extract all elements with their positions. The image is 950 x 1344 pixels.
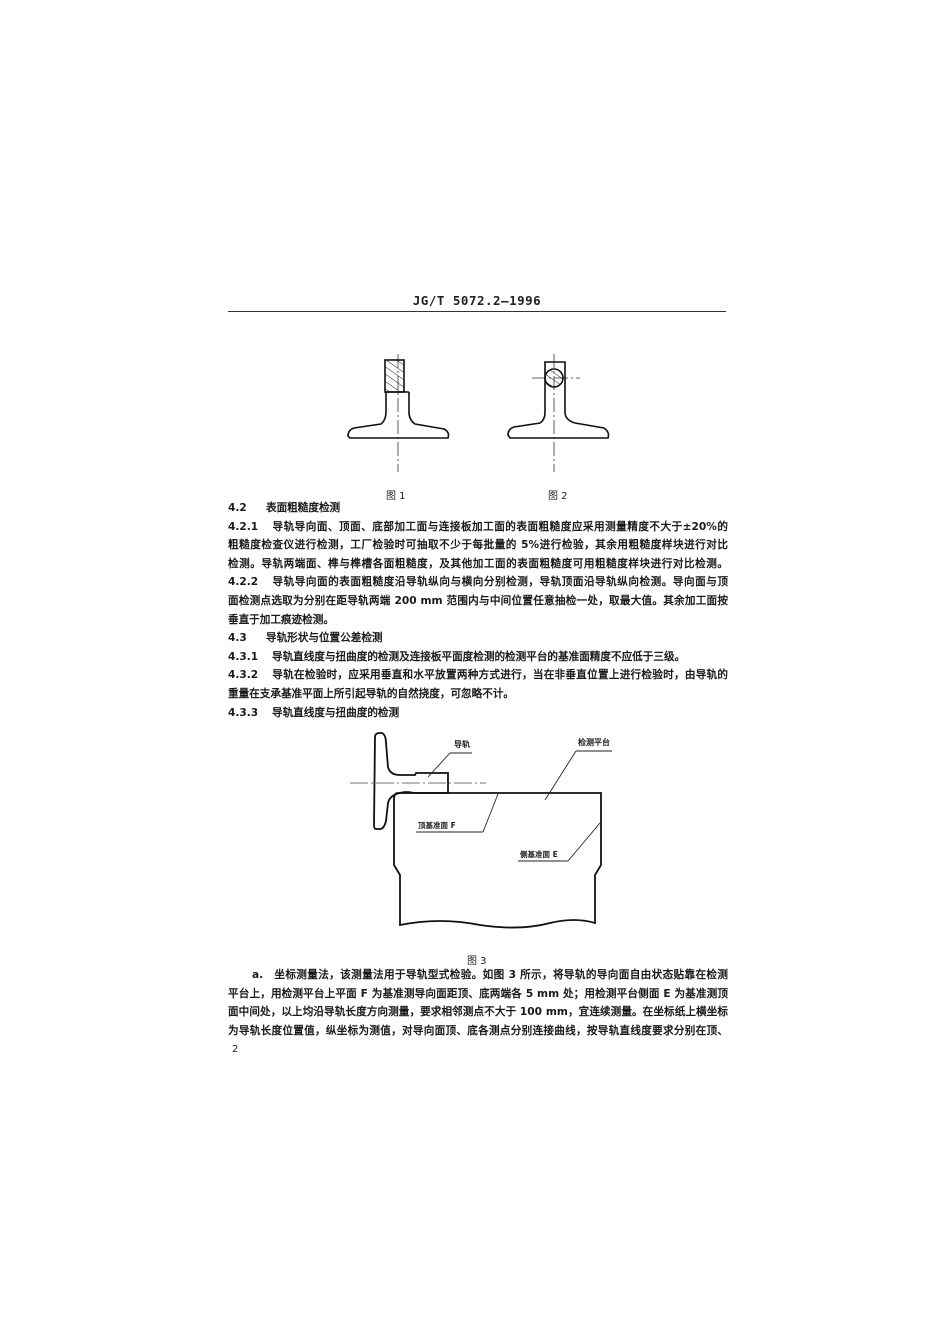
- clause-text-line: 粗糙度检查仪进行检测，工厂检验时可抽取不少于每批量的 5%进行检验，其余用粗糙度…: [228, 539, 728, 552]
- platform-label: 检测平台: [578, 737, 610, 747]
- standard-code-header: JG/T 5072.2—1996: [412, 293, 542, 308]
- section-4-2: 4.2 表面粗糙度检测 4.2.1 导轨导向面、顶面、底部加工面与连接板加工面的表面…: [228, 499, 728, 722]
- clause-text-line: 重量在支承基准平面上所引起导轨的自然挠度，可忽略不计。: [228, 687, 515, 700]
- section-number: 4.3: [228, 632, 247, 645]
- paragraph-a: a. 坐标测量法，该测量法用于导轨型式检验。如图 3 所示，将导轨的导向面自由状态…: [228, 966, 728, 1040]
- section-title: 导轨直线度与扭曲度的检测: [272, 706, 400, 719]
- clause-number: 4.3.2: [228, 669, 259, 682]
- section-title: 表面粗糙度检测: [266, 502, 341, 514]
- top-datum-label: 顶基准面 F: [418, 820, 456, 830]
- figure-2-rail-profile-circle: [507, 354, 610, 472]
- clause-text-line: 导轨在检验时，应采用垂直和水平放置两种方式进行，当在非垂直位置上进行检验时，由导…: [272, 669, 728, 682]
- figure-1-rail-profile-hatched: [347, 354, 450, 472]
- clause-number: 4.2.1: [228, 520, 259, 533]
- clause-number: 4.2.2: [228, 576, 259, 589]
- figure-3-inspection-platform: 导轨 检测平台 顶基准面 F 侧基准面 E: [350, 732, 612, 929]
- paragraph-text-line: 为导轨长度位置值，纵坐标为测值，对导向面顶、底各测点分别连接曲线，按导轨直线度要…: [228, 1024, 728, 1037]
- header-rule: [228, 311, 726, 312]
- side-datum-label: 侧基准面 E: [520, 849, 558, 859]
- clause-number: 4.3.3: [228, 706, 259, 719]
- paragraph-text-line: 平台上，用检测平台上平面 F 为基准测导向面距顶、底两端各 5 mm 处；用检测…: [228, 987, 728, 1000]
- page-number: 2: [232, 1044, 239, 1055]
- section-title: 导轨形状与位置公差检测: [266, 632, 383, 645]
- section-number: 4.2: [228, 502, 247, 514]
- clause-text-line: 检测。导轨两端面、榫与榫槽各面粗糙度，及其他加工面的表面粗糙度可用粗糙度样块进行…: [228, 557, 728, 570]
- list-marker: a.: [252, 969, 264, 981]
- paragraph-text-line: 面中间处，以上均沿导轨长度方向测量，要求相邻测点不大于 100 mm，宜连续测量…: [228, 1006, 728, 1019]
- clause-text-line: 面检测点选取为分别在距导轨两端 200 mm 范围内与中间位置任意抽检一处，取最…: [228, 594, 728, 607]
- figure-1-caption: 图 1: [386, 491, 406, 502]
- clause-text-line: 导轨导向面、顶面、底部加工面与连接板加工面的表面粗糙度应采用测量精度不大于±20…: [272, 520, 728, 533]
- clause-text-line: 导轨直线度与扭曲度的检测及连接板平面度检测的检测平台的基准面精度不应低于三级。: [272, 650, 686, 663]
- clause-number: 4.3.1: [228, 650, 259, 663]
- paragraph-text-line: 坐标测量法，该测量法用于导轨型式检验。如图 3 所示，将导轨的导向面自由状态贴靠…: [274, 969, 728, 981]
- clause-text-line: 导轨导向面的表面粗糙度沿导轨纵向与横向分别检测，导轨顶面沿导轨纵向检测。导向面与…: [272, 576, 728, 589]
- rail-label: 导轨: [454, 739, 470, 749]
- figure-3-caption: 图 3: [467, 956, 487, 967]
- clause-text-line: 垂直于加工痕迹检测。: [228, 613, 334, 626]
- figure-2-caption: 图 2: [548, 491, 568, 502]
